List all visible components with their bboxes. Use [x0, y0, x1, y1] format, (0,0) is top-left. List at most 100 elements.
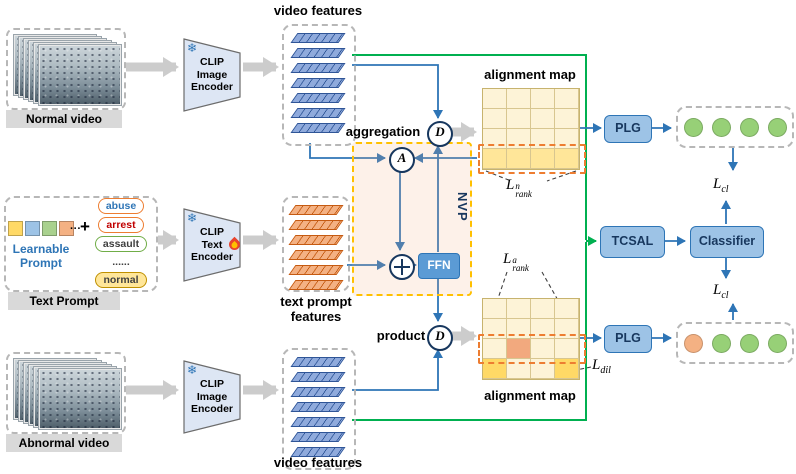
video-features-label-bottom: video features: [273, 455, 363, 470]
clip-text-encoder-shape: [183, 208, 241, 282]
learnable-token: [8, 221, 23, 236]
text-features-label: text prompt features: [270, 294, 362, 324]
snowflake-icon: ❄: [187, 211, 198, 225]
map-cell: [483, 109, 507, 129]
alignment-map-title-top: alignment map: [484, 67, 576, 82]
learnable-prompt-tokens: [8, 221, 74, 236]
normal-video-label: Normal video: [6, 110, 122, 128]
learnable-token: [42, 221, 57, 236]
alignment-map-top: [482, 88, 580, 170]
map-cell: [531, 89, 555, 109]
prompt-chip-assault: assault: [94, 236, 148, 252]
feature-bar: [290, 432, 346, 442]
video-features-top-stack: [290, 33, 346, 138]
snowflake-icon: ❄: [187, 363, 198, 377]
loss-cl-bottom: Lcl: [713, 282, 729, 301]
map-cell: [483, 319, 507, 339]
feature-bar: [290, 108, 346, 118]
loss-cl-top: Lcl: [713, 176, 729, 195]
map-cell: [507, 89, 531, 109]
clip-image-encoder-top: CLIP Image Encoder: [186, 56, 238, 94]
encoder-line: Encoder: [190, 403, 233, 415]
feature-bar: [290, 417, 346, 427]
learnable-label-line2: Prompt: [20, 256, 62, 270]
feature-bar: [288, 235, 344, 245]
map-cell: [555, 89, 579, 109]
learnable-label-line1: Learnable: [12, 242, 70, 256]
alignment-map-title-bottom: alignment map: [484, 388, 576, 403]
rank-region-bottom: [478, 334, 586, 364]
encoder-line: CLIP: [200, 226, 224, 238]
text-features-label-line1: text prompt: [280, 294, 352, 309]
prompt-chip-: ......: [112, 256, 130, 268]
map-cell: [507, 319, 531, 339]
feature-bar: [290, 63, 346, 73]
video-features-bottom-box: [282, 348, 356, 470]
ffn-block: FFN: [418, 253, 460, 279]
plus-sign: +: [80, 217, 90, 236]
encoder-line: Image: [196, 68, 228, 81]
loss-base: L: [592, 357, 601, 373]
add-operator: [389, 254, 415, 280]
map-cell: [555, 109, 579, 129]
text-prompt-label: Text Prompt: [8, 292, 120, 310]
score-dot-green: [711, 117, 731, 137]
video-features-bottom-stack: [290, 357, 346, 462]
aggregation-operator: A: [389, 147, 415, 173]
score-dot-green: [767, 333, 787, 353]
text-features-box: [282, 196, 350, 292]
map-cell: [507, 149, 531, 169]
snippet-scores-bottom: [676, 322, 794, 364]
loss-base: L: [713, 176, 722, 192]
map-cell: [531, 149, 555, 169]
loss-dil: Ldil: [592, 357, 611, 376]
video-features-label-top: video features: [273, 3, 363, 18]
encoder-line: CLIP: [200, 56, 224, 68]
score-dot-green: [739, 333, 759, 353]
feature-bar: [288, 205, 344, 215]
prompt-chip-abuse: abuse: [97, 198, 145, 214]
score-dot-green: [767, 117, 787, 137]
map-cell: [507, 299, 531, 319]
learnable-token: [59, 221, 74, 236]
encoder-line: CLIP: [200, 378, 224, 390]
encoder-line: Image: [196, 390, 228, 403]
map-cell: [507, 339, 531, 359]
map-cell: [555, 149, 579, 169]
learnable-prompt-label: Learnable Prompt: [4, 242, 78, 270]
feature-bar: [288, 220, 344, 230]
loss-base: L: [713, 282, 722, 298]
classifier-block: Classifier: [690, 226, 764, 258]
map-cell: [483, 339, 507, 359]
wire-videofeat-to-d-top: [352, 64, 443, 119]
plg-block-bottom: PLG: [604, 325, 652, 353]
feature-bar: [288, 265, 344, 275]
feature-bar: [290, 387, 346, 397]
snippet-scores-top: [676, 106, 794, 148]
loss-base: L: [506, 177, 515, 193]
map-cell: [555, 359, 579, 379]
clip-image-encoder-top-shape: [183, 38, 241, 112]
map-cell: [483, 299, 507, 319]
loss-sup: a: [512, 255, 517, 265]
video-frame: [39, 369, 121, 429]
alignment-operator-top: D: [427, 121, 453, 147]
map-cell: [507, 129, 531, 149]
feature-bar: [288, 280, 344, 290]
map-cell: [507, 109, 531, 129]
score-dot-orange: [683, 333, 703, 353]
feature-bar: [290, 93, 346, 103]
feature-bar: [290, 33, 346, 43]
map-cell: [531, 359, 555, 379]
plg-block-top: PLG: [604, 115, 652, 143]
prompt-chip-arrest: arrest: [98, 217, 144, 233]
map-cell: [555, 129, 579, 149]
loss-base: L: [503, 251, 512, 267]
wire-videofeat-to-d-bottom: [352, 349, 443, 391]
map-cell: [483, 149, 507, 169]
